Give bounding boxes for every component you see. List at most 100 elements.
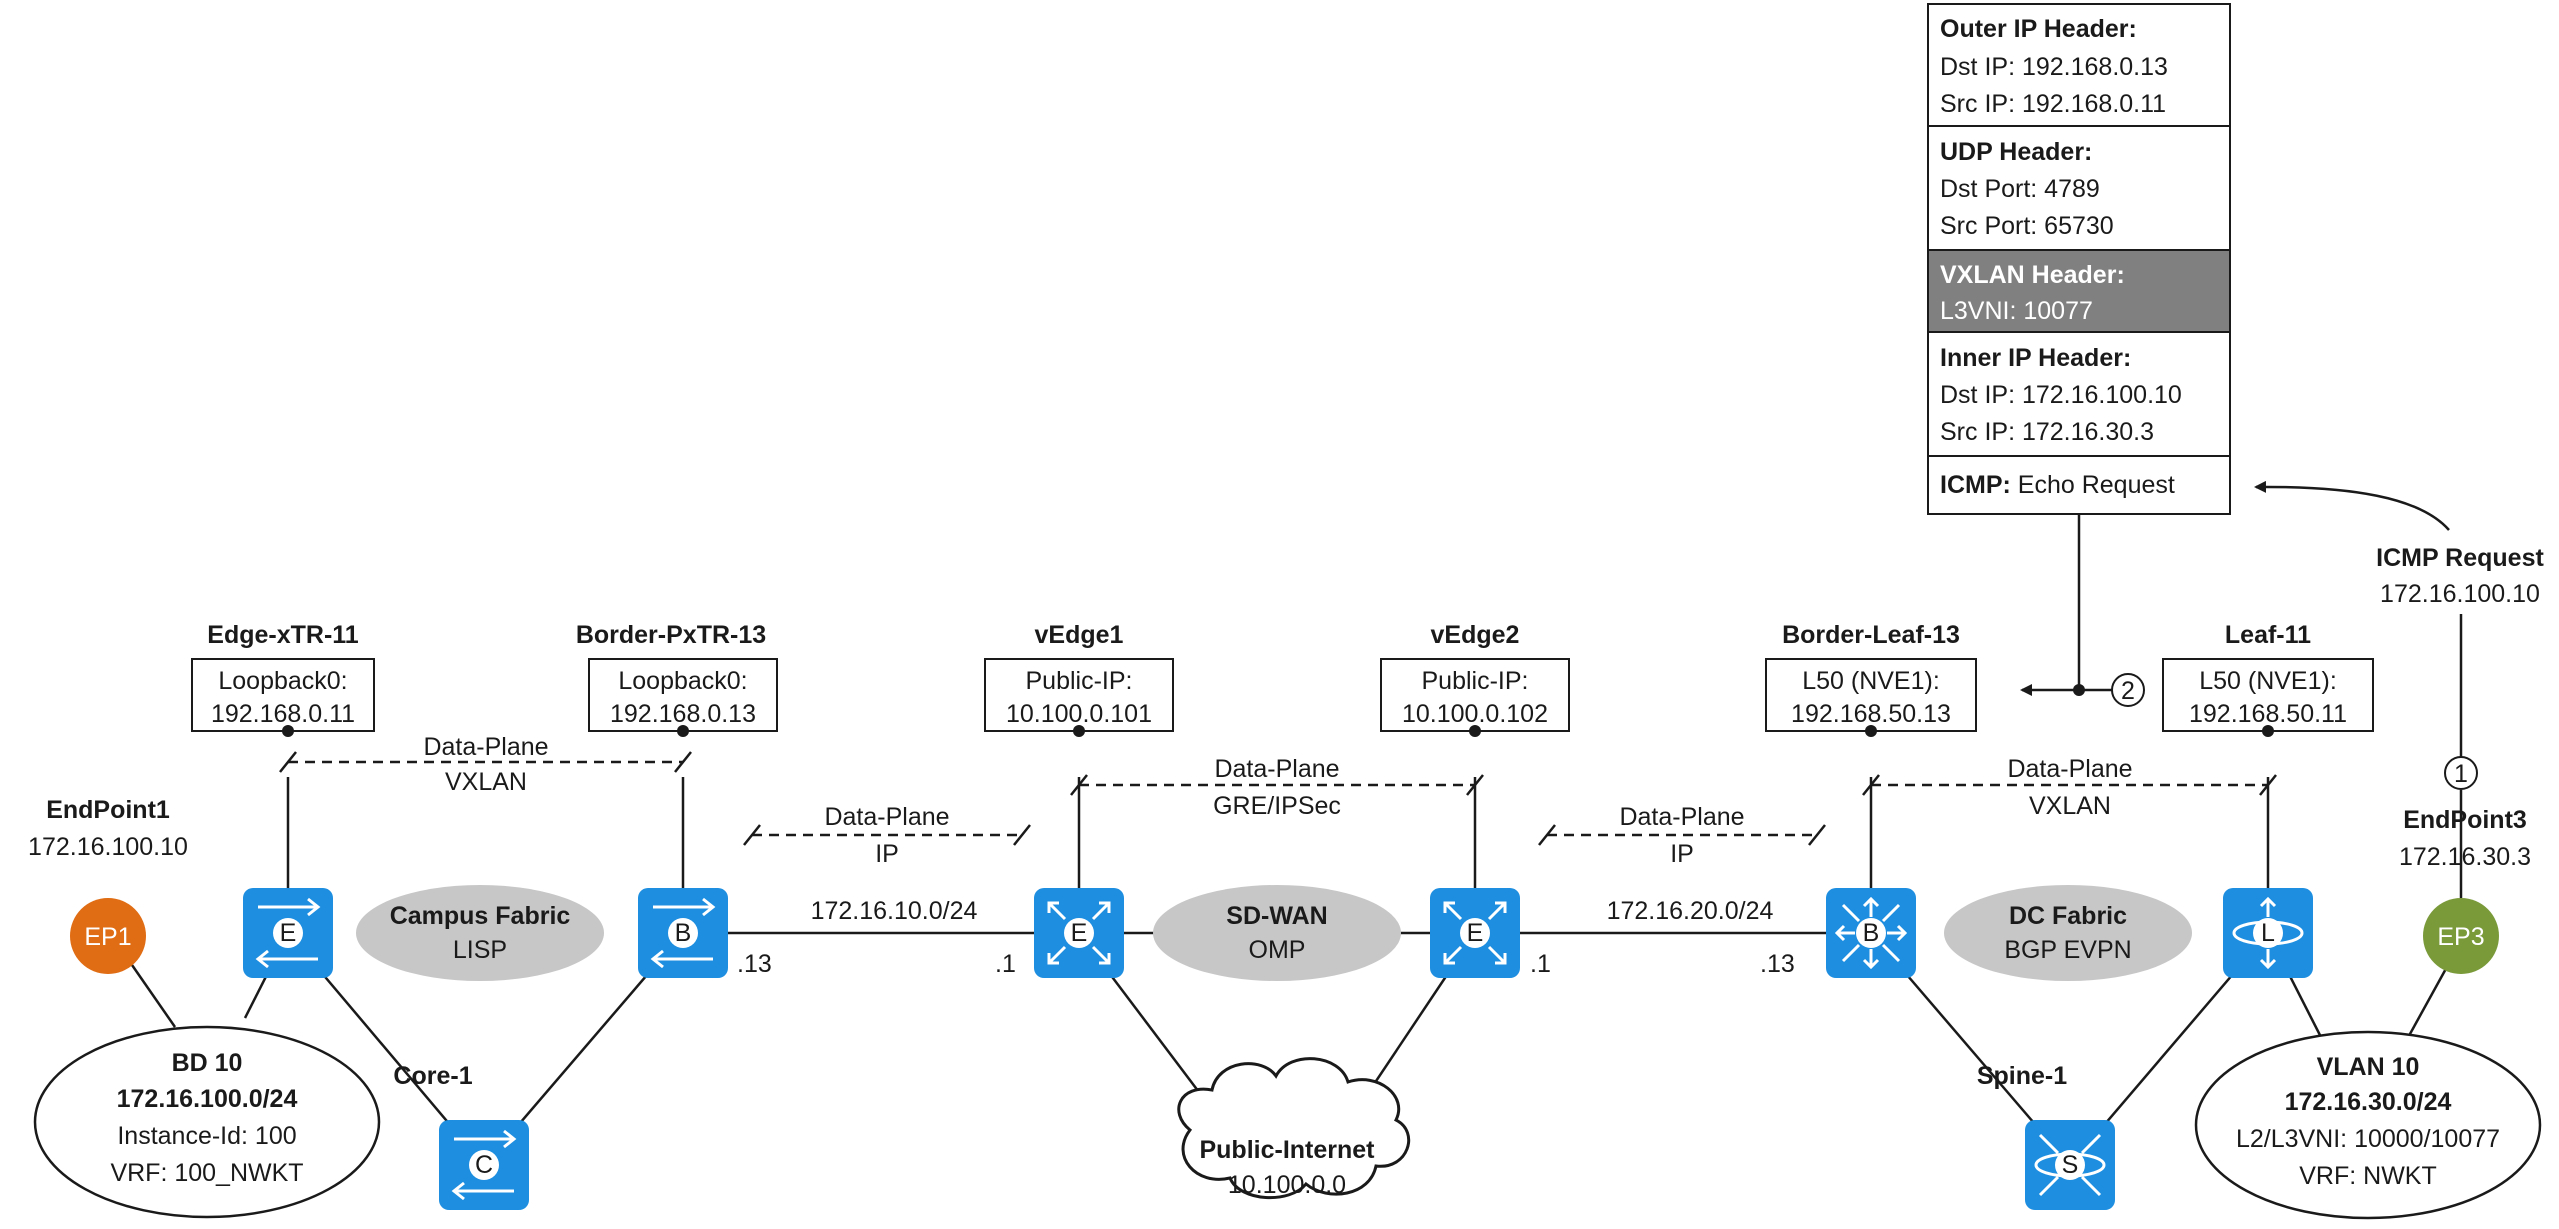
switch-icon-core-1-letter: C (475, 1151, 493, 1179)
icmp-request-ip: 172.16.100.10 (2380, 580, 2540, 608)
fabric-campus-title: Campus Fabric (390, 902, 571, 930)
vedge1-address-box (984, 658, 1174, 732)
switch-icon-spine-1-letter: S (2062, 1151, 2079, 1179)
router-icon-vedge2-letter: E (1467, 919, 1484, 947)
fabric-campus-sub: LISP (453, 936, 507, 964)
router-icon-vedge2: E (1430, 888, 1520, 978)
link-right-b: .13 (1760, 950, 1795, 978)
leaf-11-address-box (2162, 658, 2374, 732)
leaf-11-box-line1: L50 (NVE1): (2199, 667, 2337, 695)
data-plane-labels: Data-Plane VXLAN Data-Plane GRE/IPSec Da… (423, 733, 2132, 868)
fabric-dc-title: DC Fabric (2009, 902, 2127, 930)
udp-header (1927, 125, 2231, 251)
border-leaf-13-address-box (1765, 658, 1977, 732)
icmp-value: Echo Request (2011, 471, 2175, 499)
dp-sdwan-line1: Data-Plane (1214, 755, 1339, 783)
edge-xtr-11-anchor-dot (282, 725, 294, 737)
switch-icon-leaf-11-letter: L (2261, 919, 2275, 947)
endpoint1: EndPoint1 172.16.100.10 EP1 (28, 796, 188, 974)
ep1-label: EP1 (84, 923, 131, 951)
dp-ip-left-line2: IP (875, 840, 899, 868)
dp-campus-line2: VXLAN (445, 768, 527, 796)
vlan10-title: VLAN 10 (2317, 1053, 2420, 1081)
link-net-right: 172.16.20.0/24 (1607, 897, 1774, 925)
border-pxtr-13: Border-PxTR-13 Loopback0: 192.168.0.13 (576, 621, 778, 737)
dp-ip-right-line2: IP (1670, 840, 1694, 868)
border-pxtr-13-name: Border-PxTR-13 (576, 621, 766, 649)
bd10-segment: BD 10 172.16.100.0/24 Instance-Id: 100 V… (33, 1025, 381, 1219)
link-left-b: .1 (995, 950, 1016, 978)
vlan10-vrf: VRF: NWKT (2299, 1162, 2437, 1190)
bd10-shape (33, 1025, 381, 1219)
inner-ip-dst: Dst IP: 172.16.100.10 (1940, 381, 2182, 409)
icmp-header (1927, 455, 2231, 515)
vedge2: vEdge2 Public-IP: 10.100.0.102 (1380, 621, 1570, 737)
udp-src: Src Port: 65730 (1940, 212, 2114, 240)
udp-title: UDP Header: (1940, 138, 2092, 166)
outer-ip-dst: Dst IP: 192.168.0.13 (1940, 53, 2168, 81)
vedge2-box-line2: 10.100.0.102 (1402, 700, 1548, 728)
switch-icon-border-pxtr: B (638, 888, 728, 978)
edge-xtr-11-name: Edge-xTR-11 (207, 621, 359, 649)
icmp-key: ICMP: (1940, 471, 2011, 499)
vxlan-header (1927, 249, 2231, 333)
inner-ip-title: Inner IP Header: (1940, 344, 2131, 372)
border-leaf-13-box-line2: 192.168.50.13 (1791, 700, 1951, 728)
router-icon-vedge1: E (1034, 888, 1124, 978)
endpoint3-ip: 172.16.30.3 (2399, 843, 2531, 871)
step-2-number: 2 (2121, 677, 2135, 705)
vlan10-subnet: 172.16.30.0/24 (2285, 1088, 2452, 1116)
step-1-number: 1 (2454, 760, 2468, 788)
vedge1-box-line2: 10.100.0.101 (1006, 700, 1152, 728)
ep1-badge (70, 898, 146, 974)
ep3-badge (2423, 898, 2499, 974)
bd10-title: BD 10 (172, 1049, 243, 1077)
vedge1-box-line1: Public-IP: (1026, 667, 1133, 695)
icmp-line: ICMP: Echo Request (1940, 471, 2175, 499)
border-pxtr-13-box-line1: Loopback0: (618, 667, 747, 695)
spine-1-name: Spine-1 (1977, 1062, 2067, 1090)
vedge2-box-line1: Public-IP: (1422, 667, 1529, 695)
leaf-11-name: Leaf-11 (2225, 621, 2311, 649)
outer-ip-header (1927, 3, 2231, 127)
fabric-dc: DC Fabric BGP EVPN (1944, 885, 2192, 981)
cloud-icon (1177, 1057, 1411, 1200)
vlan10-shape (2194, 1030, 2542, 1220)
edge-xtr-11-box-line1: Loopback0: (218, 667, 347, 695)
dp-sdwan-line2: GRE/IPSec (1213, 792, 1341, 820)
border-leaf-13-box-line1: L50 (NVE1): (1802, 667, 1940, 695)
vedge1-name: vEdge1 (1035, 621, 1124, 649)
data-plane-tunnels (279, 751, 2277, 846)
edge-xtr-11: Edge-xTR-11 Loopback0: 192.168.0.11 (191, 621, 375, 737)
switch-icon-border-leaf-letter: B (1863, 919, 1880, 947)
border-leaf-13: Border-Leaf-13 L50 (NVE1): 192.168.50.13 (1765, 621, 1977, 737)
border-leaf-13-name: Border-Leaf-13 (1782, 621, 1960, 649)
switch-icon-edge-xtr: E (243, 888, 333, 978)
bd10-subnet: 172.16.100.0/24 (117, 1085, 298, 1113)
link-left-a: .13 (737, 950, 772, 978)
fabric-sdwan-sub: OMP (1249, 936, 1306, 964)
icmp-request-title: ICMP Request (2376, 544, 2544, 572)
dp-dc-line2: VXLAN (2029, 792, 2111, 820)
outer-ip-title: Outer IP Header: (1940, 15, 2137, 43)
endpoint3: EndPoint3 172.16.30.3 EP3 (2399, 806, 2531, 974)
vedge2-anchor-dot (1469, 725, 1481, 737)
vedge1: vEdge1 Public-IP: 10.100.0.101 (984, 621, 1174, 737)
switch-icon-border-pxtr-letter: B (675, 919, 692, 947)
switch-icon-core-1: C (439, 1120, 529, 1210)
vxlan-title: VXLAN Header: (1940, 261, 2125, 289)
vlan10-vni: L2/L3VNI: 10000/10077 (2236, 1125, 2500, 1153)
fabric-dc-sub: BGP EVPN (2004, 936, 2131, 964)
fabric-sdwan: SD-WAN OMP (1153, 885, 1401, 981)
switch-icon-edge-xtr-letter: E (280, 919, 297, 947)
fabric-sdwan-shape (1153, 885, 1401, 981)
bd10-vrf: VRF: 100_NWKT (110, 1159, 303, 1187)
bd10-instance: Instance-Id: 100 (117, 1122, 296, 1150)
dp-campus-line1: Data-Plane (423, 733, 548, 761)
fabric-dc-shape (1944, 885, 2192, 981)
switch-icon-leaf-11: L (2223, 888, 2313, 978)
fabric-sdwan-title: SD-WAN (1226, 902, 1327, 930)
public-internet-cloud: Public-Internet 10.100.0.0 (1177, 1057, 1411, 1200)
link-net-left: 172.16.10.0/24 (811, 897, 978, 925)
